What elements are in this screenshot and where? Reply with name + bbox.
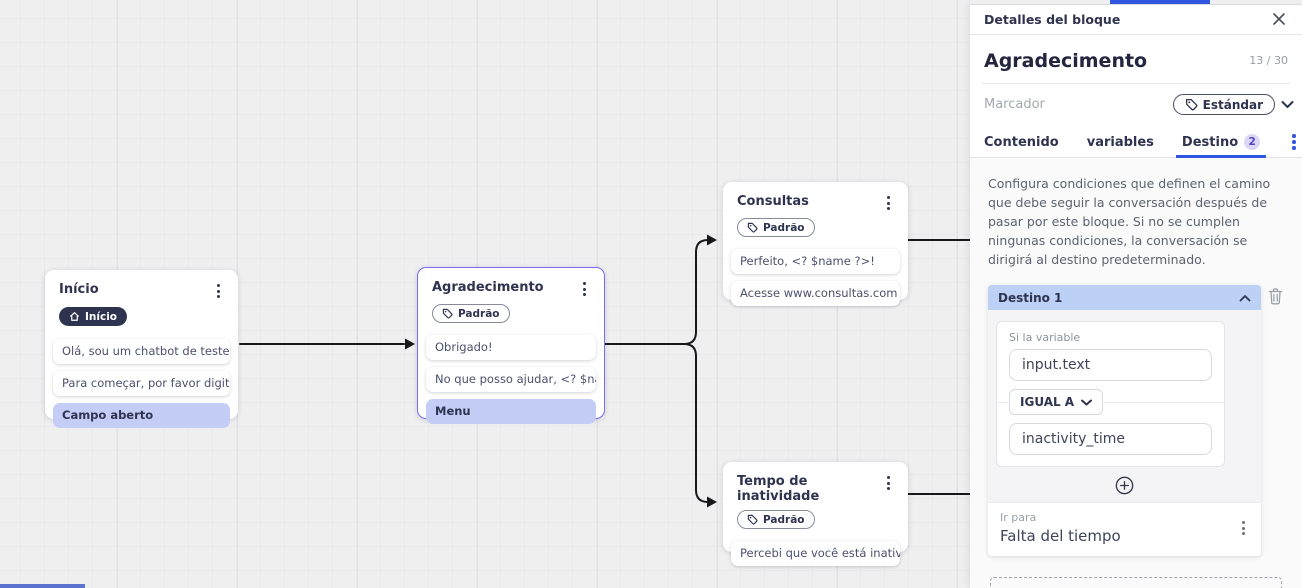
node-menu-icon[interactable] <box>883 474 894 492</box>
operator-select[interactable]: IGUAL A <box>1009 389 1104 415</box>
node-title: Início <box>59 282 99 297</box>
node-menu-icon[interactable] <box>883 194 894 212</box>
chevron-up-icon[interactable] <box>1239 294 1251 302</box>
block-title-row: Agradecimento 13 / 30 <box>970 35 1302 83</box>
close-icon[interactable] <box>1270 10 1288 28</box>
marker-row: Marcador Estándar <box>970 84 1302 127</box>
destination-section: Destino 1 Si la variable IGUAL A <box>988 285 1284 556</box>
marker-label: Marcador <box>984 97 1045 112</box>
destino-count-badge: 2 <box>1244 134 1261 150</box>
divider <box>982 83 1290 84</box>
tabs-overflow-menu-icon[interactable] <box>1288 132 1300 152</box>
message-row[interactable]: Olá, sou um chatbot de teste! <box>53 339 230 364</box>
destination-accordion-header[interactable]: Destino 1 <box>988 285 1261 310</box>
message-row[interactable]: No que posso ajudar, <? $name ... <box>426 367 596 392</box>
block-name[interactable]: Agradecimento <box>984 50 1148 72</box>
destino-tab-content: Configura condiciones que definen el cam… <box>970 158 1302 588</box>
standard-badge: Padrão <box>737 218 815 237</box>
condition-area: Si la variable IGUAL A <box>988 310 1261 503</box>
standard-badge: Padrão <box>432 304 510 323</box>
tab-destino[interactable]: Destino 2 <box>1175 127 1267 158</box>
node-inicio[interactable]: Início Início Olá, sou um chatbot de tes… <box>45 270 238 428</box>
message-row[interactable]: Obrigado! <box>426 335 596 360</box>
goto-value: Falta del tiempo <box>1000 527 1121 545</box>
node-title: Agradecimento <box>432 280 544 295</box>
node-agradecimento[interactable]: Agradecimento Padrão Obrigado! No que po… <box>417 267 605 424</box>
condition-label: Si la variable <box>1009 331 1081 344</box>
tag-icon <box>442 308 453 319</box>
message-row[interactable]: Perfeito, <? $name ?>! <box>731 249 900 274</box>
message-row[interactable]: Acesse www.consultas.com par... <box>731 281 900 306</box>
operator-row: IGUAL A <box>997 389 1224 415</box>
home-icon <box>69 312 80 321</box>
chevron-down-icon <box>1081 399 1093 405</box>
compare-value-input[interactable] <box>1009 423 1212 455</box>
node-title: Consultas <box>737 194 809 209</box>
tag-icon <box>747 514 758 525</box>
node-title: Tempo de inatividade <box>737 474 820 504</box>
goto-menu-icon[interactable] <box>1238 519 1249 537</box>
destino-description: Configura condiciones que definen el cam… <box>988 176 1271 267</box>
destination-card: Destino 1 Si la variable IGUAL A <box>988 285 1261 556</box>
tag-icon <box>747 222 758 233</box>
tab-variables[interactable]: variables <box>1086 134 1154 150</box>
node-tempo-de-inatividade[interactable]: Tempo de inatividade Padrão Percebi que … <box>723 462 908 566</box>
open-field-row[interactable]: Campo aberto <box>53 403 230 428</box>
add-condition-icon[interactable] <box>1115 475 1135 495</box>
add-destination-button[interactable]: Agregar destino <box>990 577 1282 588</box>
goto-label: Ir para <box>1000 511 1037 524</box>
node-menu-icon[interactable] <box>579 280 590 298</box>
node-menu-icon[interactable] <box>213 282 224 300</box>
node-consultas[interactable]: Consultas Padrão Perfeito, <? $name ?>! … <box>723 182 908 306</box>
panel-header: Detalles del bloque <box>970 5 1302 35</box>
chevron-down-icon[interactable] <box>1281 100 1294 109</box>
panel-tabs: Contenido variables Destino 2 <box>970 127 1302 158</box>
top-tabbar-cutoff <box>970 0 1302 5</box>
block-details-panel: Detalles del bloque Agradecimento 13 / 3… <box>970 0 1302 588</box>
condition-card: Si la variable IGUAL A <box>996 321 1225 467</box>
message-row[interactable]: Para começar, por favor digite o ... <box>53 371 230 396</box>
variable-input[interactable] <box>1009 349 1212 381</box>
menu-row[interactable]: Menu <box>426 399 596 424</box>
char-counter: 13 / 30 <box>1249 54 1288 67</box>
active-tab-indicator <box>1110 0 1210 4</box>
tab-contenido[interactable]: Contenido <box>984 134 1059 150</box>
message-row[interactable]: Percebi que você está inativo. C... <box>731 541 900 566</box>
goto-row[interactable]: Ir para Falta del tiempo <box>988 503 1261 556</box>
bottom-scrollbar-thumb[interactable] <box>0 584 85 588</box>
add-condition-row <box>988 467 1261 503</box>
standard-chip[interactable]: Estándar <box>1172 94 1275 115</box>
panel-title: Detalles del bloque <box>984 11 1121 27</box>
standard-badge: Padrão <box>737 510 815 529</box>
delete-destination-icon[interactable] <box>1267 287 1284 306</box>
tag-icon <box>1185 98 1198 111</box>
start-badge: Início <box>59 307 128 326</box>
